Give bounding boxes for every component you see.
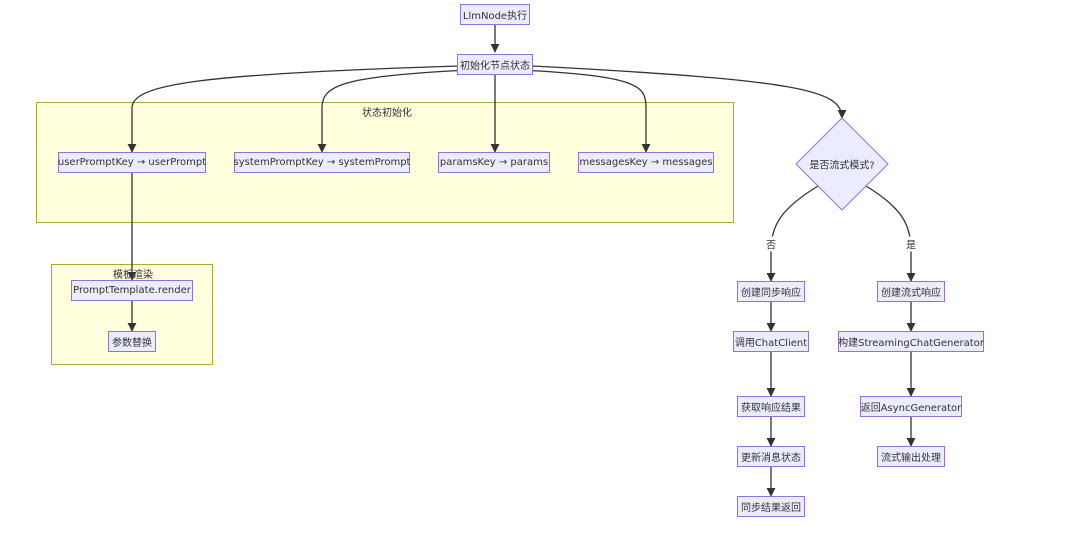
decision-diamond — [795, 117, 889, 211]
node-prompt-template-render: PromptTemplate.render — [71, 280, 193, 301]
node-system-prompt-key: systemPromptKey → systemPrompt — [234, 152, 410, 173]
node-call-chat-client: 调用ChatClient — [733, 331, 809, 352]
node-init-node-state: 初始化节点状态 — [457, 54, 533, 75]
cluster-state-init-label: 状态初始化 — [362, 108, 412, 119]
edge-init-to-decision — [531, 65, 847, 119]
edge-init-to-messages — [519, 69, 651, 153]
edge-label-no: 否 — [764, 236, 778, 252]
edge-decision-to-stream — [865, 185, 916, 282]
node-update-message-state: 更新消息状态 — [737, 446, 805, 467]
node-sync-result-return: 同步结果返回 — [737, 496, 805, 517]
node-messages-key: messagesKey → messages — [578, 152, 714, 173]
node-user-prompt-key: userPromptKey → userPrompt — [58, 152, 206, 173]
node-create-stream-response: 创建流式响应 — [877, 281, 945, 302]
edge-label-yes: 是 — [904, 236, 918, 252]
node-stream-output-handle: 流式输出处理 — [877, 446, 945, 467]
node-return-async-generator: 返回AsyncGenerator — [860, 396, 962, 417]
edge-init-to-user — [127, 65, 461, 153]
node-params-key: paramsKey → params — [438, 152, 550, 173]
edge-decision-to-sync — [766, 185, 819, 282]
node-llm-node-exec: LlmNode执行 — [460, 4, 530, 25]
node-build-streaming-generator: 构建StreamingChatGenerator — [838, 331, 984, 352]
edge-init-to-system — [317, 69, 471, 153]
node-get-response-result: 获取响应结果 — [737, 396, 805, 417]
node-create-sync-response: 创建同步响应 — [737, 281, 805, 302]
node-param-replace: 参数替换 — [108, 331, 156, 352]
node-is-streaming-label: 是否流式模式? — [809, 160, 875, 172]
